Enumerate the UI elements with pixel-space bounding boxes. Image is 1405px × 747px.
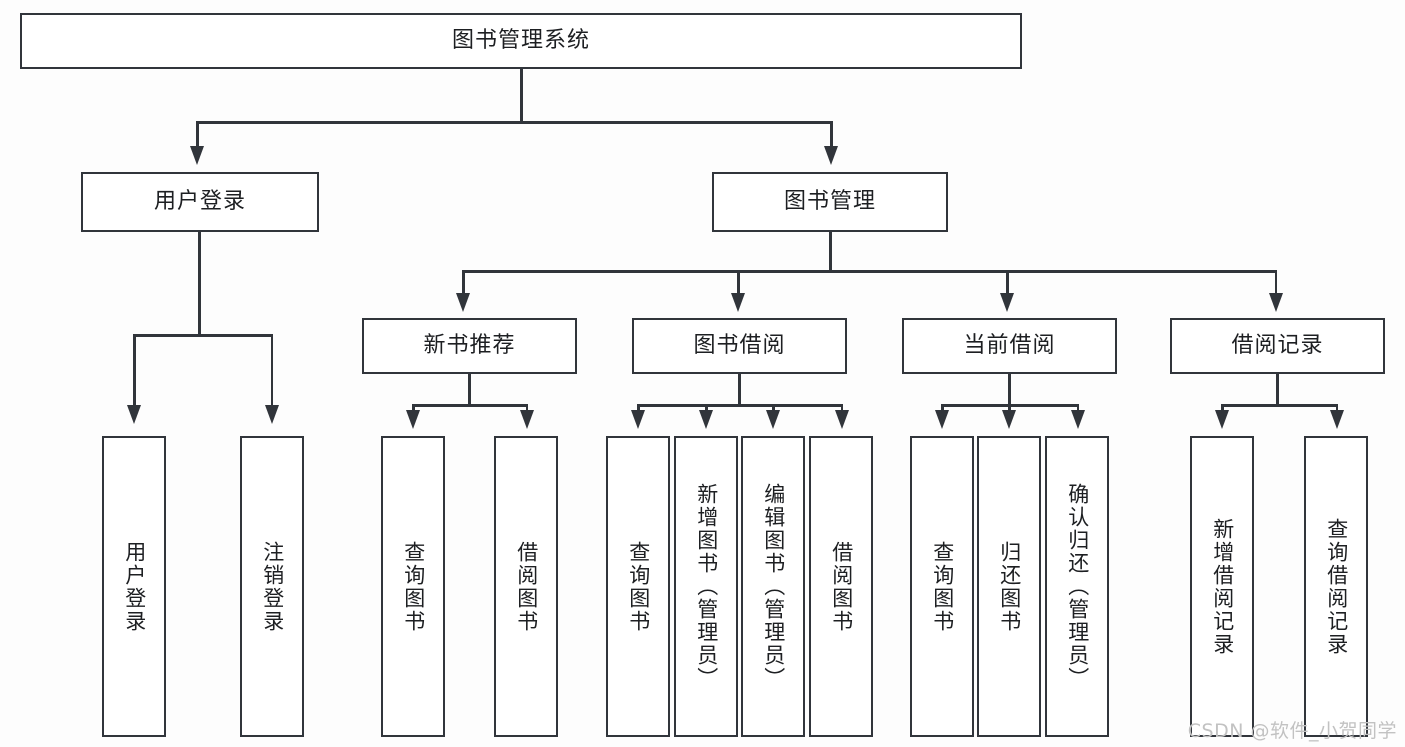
- arrowhead-current-borrow: [1000, 293, 1014, 312]
- arrowhead-bb-1: [631, 410, 645, 429]
- connector-drop-borrow-record: [1274, 270, 1277, 295]
- leaf-new-book-recommend-query-book[interactable]: 查询图书: [381, 436, 445, 737]
- connector-drop-cb-2: [1008, 404, 1011, 412]
- arrowhead-leaf-logout: [264, 405, 279, 424]
- node-label: 借阅图书: [829, 540, 854, 633]
- arrowhead-cb-3: [1070, 410, 1085, 429]
- leaf-book-borrow-query-book[interactable]: 查询图书: [606, 436, 670, 737]
- node-label: 借阅记录: [1231, 332, 1324, 358]
- connector-level2-bus: [196, 121, 833, 124]
- leaf-current-borrow-query-book[interactable]: 查询图书: [910, 436, 974, 737]
- leaf-book-borrow-add-book-admin[interactable]: 新增图书（管理员）: [674, 436, 738, 737]
- arrowhead-br-2: [1329, 410, 1344, 429]
- arrowhead-borrow-record: [1268, 293, 1283, 312]
- node-new-book-recommend[interactable]: 新书推荐: [362, 318, 577, 374]
- leaf-current-borrow-confirm-return-admin[interactable]: 确认归还（管理员）: [1045, 436, 1109, 737]
- node-label: 图书管理系统: [451, 27, 590, 53]
- connector-drop-user-login: [196, 121, 199, 148]
- node-label: 当前借阅: [963, 332, 1056, 358]
- leaf-user-login-login[interactable]: 用户登录: [102, 436, 166, 737]
- node-current-borrow[interactable]: 当前借阅: [902, 318, 1117, 374]
- arrowhead-leaf-user-login: [127, 405, 141, 424]
- node-label: 确认归还（管理员）: [1065, 483, 1090, 690]
- connector-drop-nbr-1: [412, 404, 415, 412]
- connector-drop-bb-4: [840, 404, 843, 412]
- node-book-borrow[interactable]: 图书借阅: [632, 318, 847, 374]
- node-label: 查询图书: [930, 540, 955, 633]
- arrowhead-book-management: [824, 146, 838, 165]
- connector-user-login-stem: [198, 232, 201, 336]
- connector-drop-new-book-recommend: [462, 270, 465, 295]
- connector-root-stem: [520, 69, 523, 123]
- connector-drop-leaf-logout: [270, 334, 273, 407]
- arrowhead-bb-2: [699, 410, 713, 429]
- leaf-book-borrow-borrow-book[interactable]: 借阅图书: [809, 436, 873, 737]
- node-label: 归还图书: [997, 540, 1022, 633]
- node-label: 图书借阅: [693, 332, 786, 358]
- node-label: 查询图书: [401, 540, 426, 633]
- connector-borrow-record-stem: [1276, 374, 1279, 406]
- node-label: 用户登录: [153, 188, 246, 214]
- node-label: 新书推荐: [423, 332, 516, 358]
- connector-drop-book-management: [830, 121, 833, 148]
- node-label: 查询图书: [626, 540, 651, 633]
- arrowhead-bb-4: [834, 410, 849, 429]
- node-user-login[interactable]: 用户登录: [81, 172, 319, 232]
- node-root-book-management-system[interactable]: 图书管理系统: [20, 13, 1022, 69]
- connector-drop-book-borrow: [737, 270, 740, 295]
- connector-drop-br-1: [1221, 404, 1224, 412]
- arrowhead-nbr-2: [519, 410, 534, 429]
- node-label: 新增图书（管理员）: [694, 483, 719, 690]
- connector-drop-current-borrow: [1006, 270, 1009, 295]
- leaf-borrow-record-query-record[interactable]: 查询借阅记录: [1304, 436, 1368, 737]
- arrowhead-bb-3: [766, 410, 780, 429]
- connector-book-borrow-bus: [637, 404, 843, 407]
- watermark-text: CSDN @软件_小贺同学: [1187, 720, 1397, 742]
- connector-current-borrow-stem: [1008, 374, 1011, 406]
- leaf-user-login-logout[interactable]: 注销登录: [240, 436, 304, 737]
- leaf-current-borrow-return-book[interactable]: 归还图书: [977, 436, 1041, 737]
- connector-drop-bb-1: [637, 404, 640, 412]
- connector-borrow-record-bus: [1221, 404, 1338, 407]
- arrowhead-nbr-1: [406, 410, 420, 429]
- connector-book-management-stem: [829, 232, 832, 272]
- connector-drop-br-2: [1335, 404, 1338, 412]
- connector-drop-leaf-user-login: [133, 334, 136, 407]
- arrowhead-cb-1: [935, 410, 949, 429]
- node-label: 编辑图书（管理员）: [761, 483, 786, 690]
- connector-new-book-recommend-bus: [412, 404, 528, 407]
- connector-book-borrow-stem: [738, 374, 741, 406]
- arrowhead-br-1: [1215, 410, 1229, 429]
- connector-new-book-recommend-stem: [468, 374, 471, 406]
- connector-drop-bb-2: [705, 404, 708, 412]
- connector-drop-bb-3: [772, 404, 775, 412]
- connector-drop-cb-1: [941, 404, 944, 412]
- connector-level3-bus: [462, 270, 1277, 273]
- leaf-borrow-record-add-record[interactable]: 新增借阅记录: [1190, 436, 1254, 737]
- node-label: 注销登录: [260, 540, 285, 633]
- arrowhead-book-borrow: [731, 293, 745, 312]
- arrowhead-user-login: [190, 146, 204, 165]
- node-borrow-record[interactable]: 借阅记录: [1170, 318, 1385, 374]
- connector-drop-cb-3: [1076, 404, 1079, 412]
- leaf-book-borrow-edit-book-admin[interactable]: 编辑图书（管理员）: [741, 436, 805, 737]
- node-label: 用户登录: [122, 540, 147, 633]
- arrowhead-cb-2: [1002, 410, 1016, 429]
- node-label: 查询借阅记录: [1324, 517, 1349, 656]
- node-book-management[interactable]: 图书管理: [712, 172, 948, 232]
- arrowhead-new-book-recommend: [456, 293, 470, 312]
- connector-drop-nbr-2: [525, 404, 528, 412]
- node-label: 借阅图书: [514, 540, 539, 633]
- node-label: 图书管理: [783, 188, 876, 214]
- node-label: 新增借阅记录: [1210, 517, 1235, 656]
- connector-user-login-bus: [133, 334, 273, 337]
- leaf-new-book-recommend-borrow-book[interactable]: 借阅图书: [494, 436, 558, 737]
